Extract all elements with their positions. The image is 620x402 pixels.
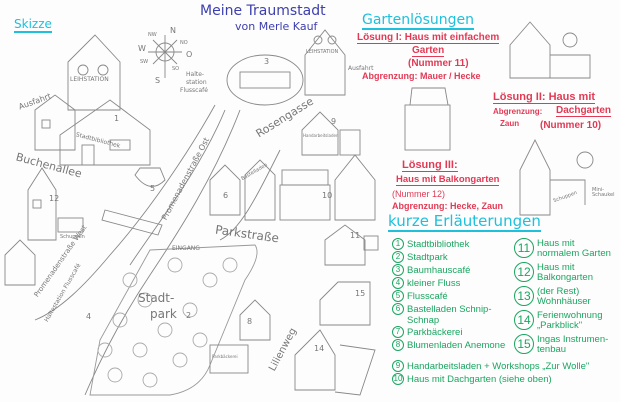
garden-solution-3-drawing xyxy=(519,138,594,216)
park-trees xyxy=(97,257,238,388)
page-title: Meine Traumstadt xyxy=(200,3,326,19)
house-bike-station-1 xyxy=(67,34,121,111)
river xyxy=(34,104,216,321)
label-bakery: Parkbäckerei xyxy=(212,354,238,359)
map-number-10: 10 xyxy=(322,191,333,200)
map-number-5: 5 xyxy=(150,184,156,193)
bridge xyxy=(101,209,163,236)
map-number-8: 8 xyxy=(247,317,253,326)
sketch-heading: Skizze xyxy=(14,17,52,33)
garden-solution-2-drawing xyxy=(404,87,451,151)
map-number-14: 14 xyxy=(314,344,325,353)
map-number-15: 15 xyxy=(355,289,366,298)
label-entrance: EINGANG xyxy=(172,245,200,252)
house-6 xyxy=(209,164,241,216)
legend-item: 13(der Rest)Wohnhäuser xyxy=(514,286,611,307)
label-shed-1: Schuppen xyxy=(60,234,85,240)
house-bike-station-2 xyxy=(304,29,346,96)
map-number-9: 9 xyxy=(331,117,337,126)
house-15 xyxy=(319,281,371,326)
compass-no: NO xyxy=(180,40,188,46)
author: von Merle Kauf xyxy=(235,20,318,33)
house-far-left xyxy=(4,239,36,286)
house-flusscafe-boat-5 xyxy=(134,167,166,187)
solution3-title2: Haus mit Balkongarten xyxy=(396,174,500,186)
label-stop-1b: station xyxy=(186,79,207,86)
house-12 xyxy=(27,167,84,241)
label-stop-1c: Flusscafé xyxy=(180,87,208,94)
solution1-title2: Garten xyxy=(412,45,445,57)
promenade-road-east xyxy=(84,109,241,396)
house-14 xyxy=(294,329,376,396)
compass-nw: NW xyxy=(148,32,157,38)
compass-n: N xyxy=(170,26,176,35)
label-bike-station-2: LEIHSTATION xyxy=(306,49,339,55)
road-edge xyxy=(219,149,281,241)
map-number-11: 11 xyxy=(350,231,361,240)
garden-heading: Gartenlösungen xyxy=(362,12,475,30)
label-park: Stadt- xyxy=(138,291,175,305)
house-8 xyxy=(239,299,271,341)
solution2-number: (Nummer 10) xyxy=(540,120,602,131)
compass-o: O xyxy=(186,50,193,59)
solution1-title: Lösung I: Haus mit einfachem xyxy=(357,32,500,44)
map-number-2: 2 xyxy=(186,311,192,320)
map-number-6: 6 xyxy=(223,191,229,200)
house-11-map xyxy=(324,224,366,266)
map-number-3: 3 xyxy=(264,57,270,66)
label-exit-2: Ausfahrt xyxy=(348,65,374,72)
label-park-2: park xyxy=(150,307,177,321)
map-number-12: 12 xyxy=(49,194,60,203)
solution1-number: (Nummer 11) xyxy=(408,58,469,69)
solution2-title: Lösung II: Haus mit xyxy=(493,91,596,104)
compass-rose-icon xyxy=(148,35,182,78)
solution1-fence: Abgrenzung: Mauer / Hecke xyxy=(362,71,481,81)
legend-heading: kurze Erläuterungen xyxy=(388,212,541,232)
house-treehouse-cafe-3 xyxy=(226,54,304,106)
house-10 xyxy=(279,169,331,221)
map-number-4: 4 xyxy=(86,312,92,321)
solution3-fence: Abgrenzung: Hecke, Zaun xyxy=(392,201,504,211)
house-7 xyxy=(209,344,249,374)
house-library-1 xyxy=(59,99,151,166)
solution2-fence2: Zaun xyxy=(500,119,520,128)
label-swing: Mini-Schaukel xyxy=(592,187,615,198)
solution3-number: (Nummer 12) xyxy=(392,189,446,199)
promenade-road-west xyxy=(129,109,226,266)
compass-s: S xyxy=(155,76,161,85)
compass-w: W xyxy=(138,44,146,53)
label-bike-station-1: LEIHSTATION xyxy=(70,76,109,83)
house-9 xyxy=(301,111,361,156)
solution3-title: Lösung III: xyxy=(402,159,458,172)
solution2-fence: Abgrenzung: xyxy=(493,107,543,116)
compass-sw: SW xyxy=(140,59,149,65)
compass-so: SO xyxy=(172,66,180,72)
house-row xyxy=(244,154,376,221)
solution2-title2: Dachgarten xyxy=(556,105,612,117)
craft-box-icon xyxy=(363,235,379,251)
label-wool-shop: Handarbeitsladen xyxy=(303,133,339,138)
map-number-1: 1 xyxy=(114,114,120,123)
house-left-1 xyxy=(34,94,76,151)
garden-solution-1-drawing xyxy=(509,21,591,79)
label-stop-1: Halte- xyxy=(186,71,205,78)
